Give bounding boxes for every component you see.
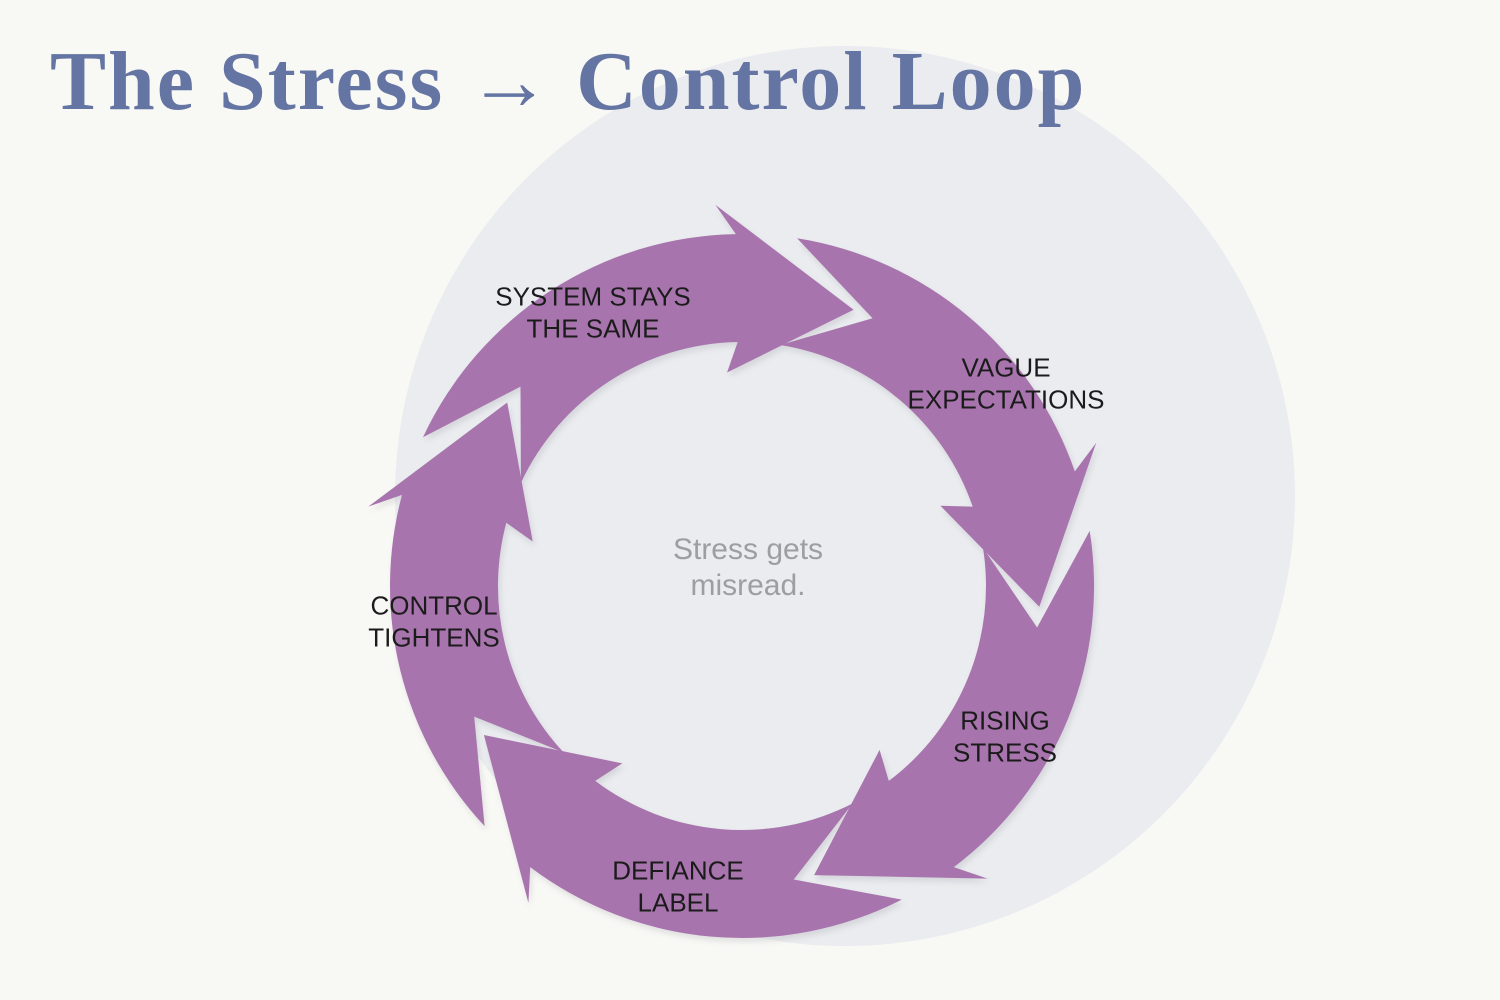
loop-arrow-segment: [483, 735, 902, 938]
step-label-vague-expectations: VAGUE EXPECTATIONS: [907, 352, 1105, 414]
step-label-control-tightens: CONTROL TIGHTENS: [368, 590, 500, 652]
step-label-defiance-label: DEFIANCE LABEL: [612, 855, 744, 917]
loop-arrow-segment: [780, 238, 1097, 607]
center-caption: Stress gets misread.: [672, 533, 824, 602]
loop-arrow-segment: [423, 204, 854, 483]
loop-arrow-segment: [814, 530, 1095, 879]
step-label-system-stays-the-same: SYSTEM STAYS THE SAME: [495, 281, 691, 343]
page-title: The Stress → Control Loop: [50, 35, 1087, 128]
step-label-rising-stress: RISING STRESS: [952, 705, 1058, 767]
loop-arrow-segment: [368, 402, 564, 827]
